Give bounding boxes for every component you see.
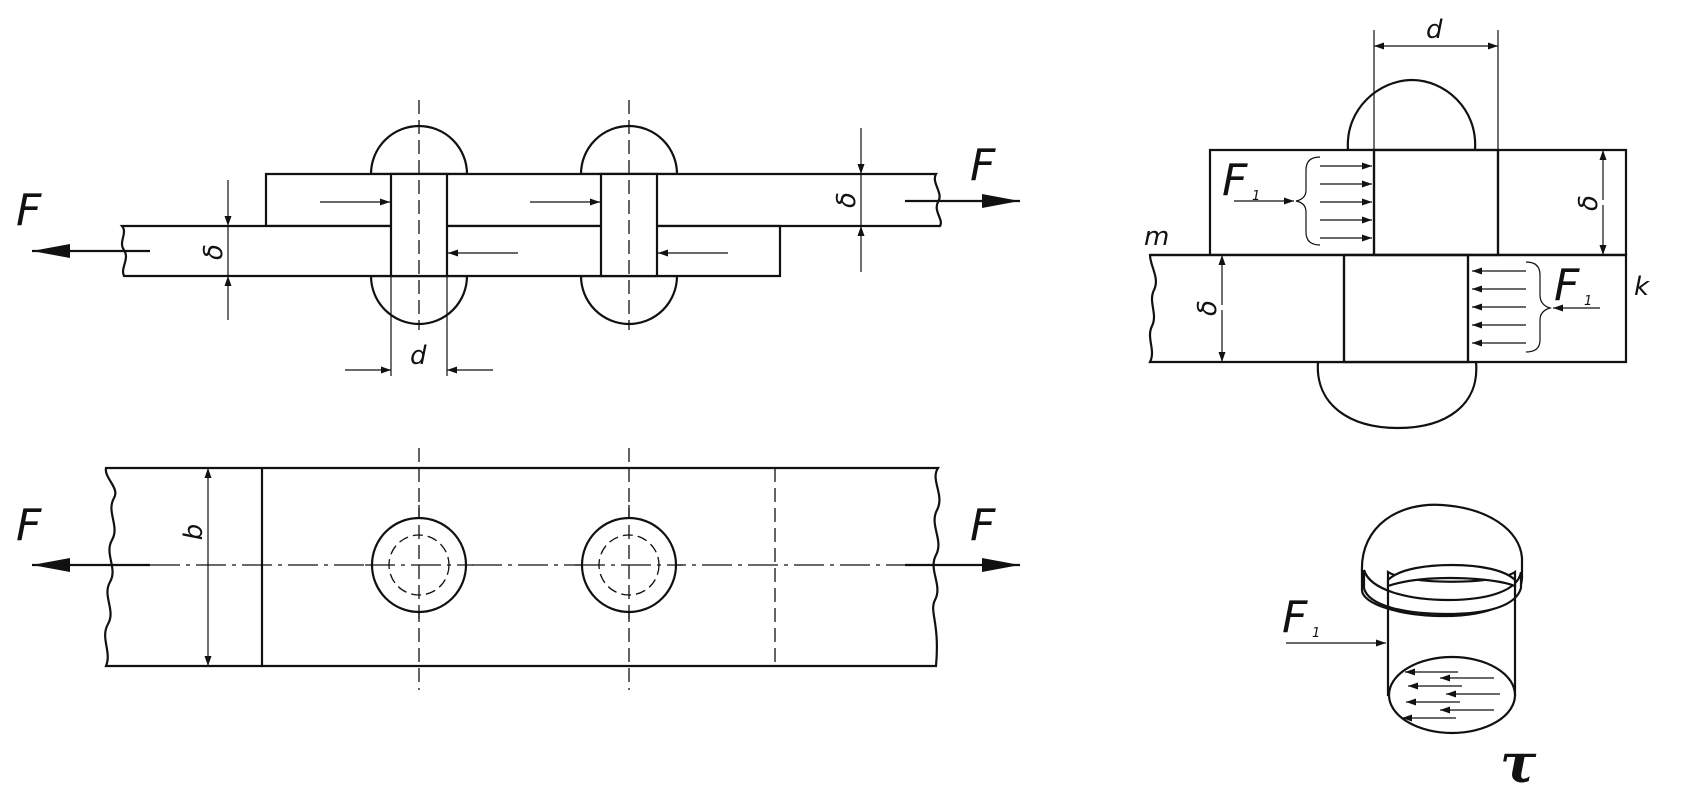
thickness-label-top-plate: δ xyxy=(832,192,862,208)
detail-bottom-head xyxy=(1316,360,1478,430)
thickness-label-bottom-plate: δ xyxy=(199,244,229,260)
force-label-left: F xyxy=(16,185,42,236)
section-label-k: k xyxy=(1634,272,1650,302)
detail-top-head xyxy=(1346,78,1477,152)
plan-plate-outline xyxy=(104,466,941,668)
rivet1-bottom-head xyxy=(369,274,469,326)
part-force-label-right: F xyxy=(1554,260,1580,311)
brace-right xyxy=(1525,261,1553,353)
section-label-m: m xyxy=(1144,222,1169,252)
detail-bottom-plate xyxy=(1148,253,1628,364)
diameter-label-detail: d xyxy=(1426,15,1443,45)
width-label: b xyxy=(179,524,209,541)
iso-force-label: F xyxy=(1282,592,1308,643)
part-force-label-left: F xyxy=(1222,155,1248,206)
part-force-subscript-right: 1 xyxy=(1584,294,1592,309)
shear-stress-label: τ xyxy=(1500,731,1537,795)
iso-rivet-head xyxy=(1360,503,1524,618)
thickness-label-detail-top: δ xyxy=(1574,195,1604,211)
detail-top-plate xyxy=(1208,148,1628,257)
brace-left xyxy=(1295,156,1321,246)
plan-force-label-left: F xyxy=(16,500,42,551)
rivet2-bottom-head xyxy=(579,274,679,326)
iso-shear-face xyxy=(1387,655,1517,735)
isometric-rivet-view: F 1 τ xyxy=(1282,503,1537,795)
front-section-view: F F δ δ d xyxy=(16,100,1020,376)
force-label-right: F xyxy=(970,140,996,191)
diameter-label-front: d xyxy=(410,341,427,371)
part-force-subscript-left: 1 xyxy=(1252,189,1260,204)
iso-force-subscript: 1 xyxy=(1312,626,1320,641)
enlarged-section-view: m k d δ δ F 1 F 1 xyxy=(1144,15,1650,430)
thickness-label-detail-bottom: δ xyxy=(1193,300,1223,316)
plan-view: F F b xyxy=(16,448,1020,690)
plan-force-label-right: F xyxy=(970,500,996,551)
